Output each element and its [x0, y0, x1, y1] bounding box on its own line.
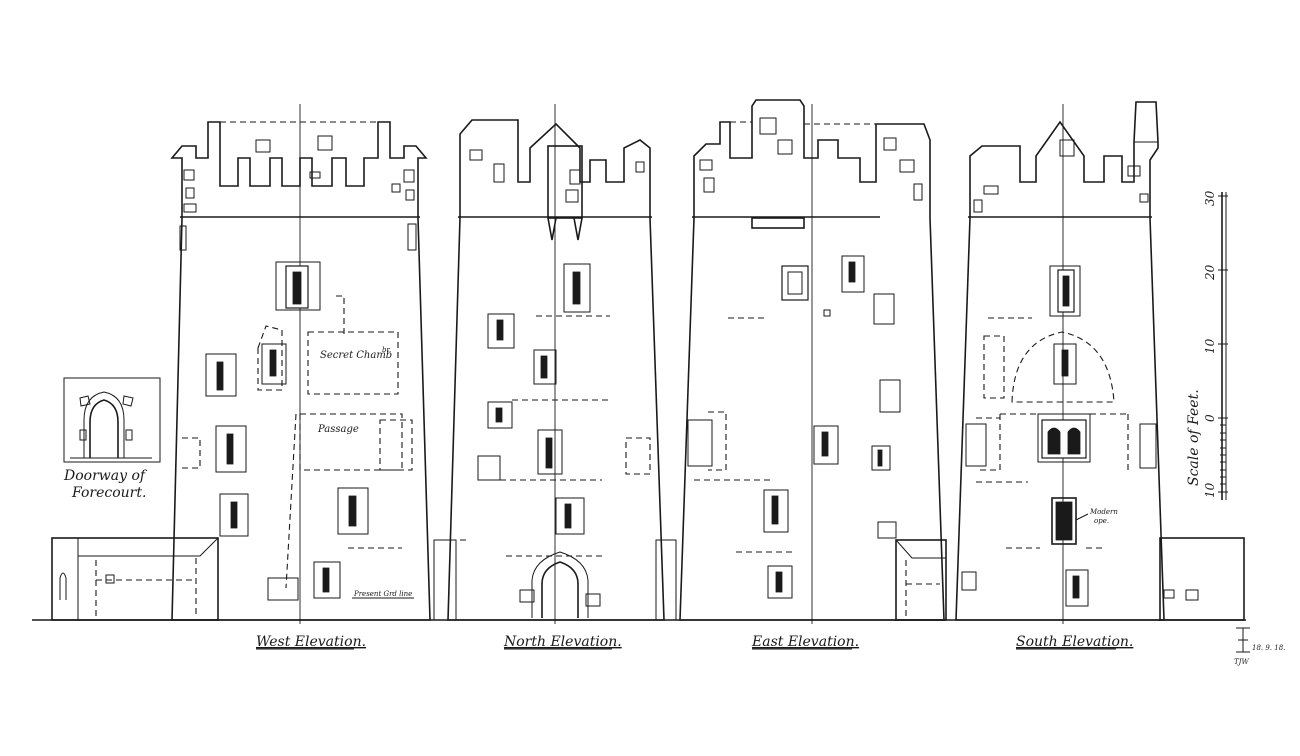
- inset-caption-line1: Doorway of: [63, 468, 148, 484]
- north-window-centre: [537, 429, 563, 475]
- south-window-mid: [1053, 343, 1077, 385]
- monogram-text: TJW: [1234, 658, 1249, 666]
- south-annex: [1159, 537, 1245, 621]
- scale-bar: 30 20 10 0 10 Scale of Feet.: [1186, 190, 1228, 500]
- scale-tick-20: 20: [1203, 264, 1217, 281]
- west-window-left-low: [219, 493, 249, 537]
- west-window-bottom: [313, 561, 341, 599]
- west-elevation-title: West Elevation.: [256, 634, 366, 650]
- west-elevation: Secret Chamb br. Passage Present Grd lin…: [170, 104, 431, 650]
- passage-label: Passage: [317, 424, 359, 435]
- west-window-left: [205, 353, 237, 397]
- modern-opening: [1051, 497, 1089, 545]
- west-window-upper: [275, 261, 321, 311]
- east-annex: [877, 521, 947, 621]
- north-elevation-title: North Elevation.: [503, 634, 622, 650]
- scale-tick-0: 0: [1203, 414, 1217, 422]
- east-window-upper-left: [781, 265, 809, 301]
- east-window-right-3: [871, 445, 891, 471]
- north-window-upper: [563, 263, 591, 313]
- west-window-right-low: [337, 487, 369, 535]
- west-window-left-mid: [215, 425, 247, 473]
- inset-doorway-forecourt: Doorway of Forecourt.: [63, 377, 161, 501]
- modern-ope-label-1: Modern: [1089, 508, 1118, 516]
- south-window-double: [1037, 413, 1091, 463]
- east-window-left-low: [763, 489, 789, 533]
- south-arch-dashed: [1011, 331, 1115, 403]
- east-window-right-2: [879, 379, 901, 413]
- south-elevation: Modern ope. South Elevation.: [955, 101, 1245, 650]
- south-elevation-title: South Elevation.: [1016, 634, 1133, 650]
- north-window-left-2: [487, 401, 513, 429]
- secret-chamber-sup: br.: [382, 346, 391, 354]
- secret-chamber-label: Secret Chamb: [320, 350, 392, 361]
- north-window-left-3: [477, 455, 501, 481]
- scale-major-ticks: [1218, 195, 1228, 493]
- monogram-date: 18. 9. 18.: [1252, 644, 1285, 652]
- scale-tick-30: 30: [1203, 190, 1217, 206]
- east-elevation-title: East Elevation.: [751, 634, 859, 650]
- inset-caption-line2: Forecourt.: [71, 485, 146, 501]
- east-window-bottom: [767, 565, 793, 599]
- east-window-right-1: [873, 293, 895, 325]
- north-window-mid: [533, 349, 557, 385]
- present-ground-line-label: Present Grd line: [353, 590, 412, 598]
- south-window-bottom: [1065, 569, 1089, 607]
- north-window-left-1: [487, 313, 515, 349]
- east-window-upper-right: [841, 255, 865, 293]
- scale-tick-10-top: 10: [1203, 338, 1217, 354]
- monogram: TJW 18. 9. 18.: [1234, 627, 1285, 666]
- scale-tick-10-bottom: 10: [1203, 482, 1217, 498]
- scale-minor-ticks: [1220, 424, 1226, 485]
- east-elevation: East Elevation.: [679, 99, 947, 650]
- passage-outline: [299, 413, 403, 471]
- south-window-upper: [1049, 265, 1081, 317]
- north-elevation: North Elevation.: [433, 104, 677, 650]
- forecourt-wall-west: [51, 537, 219, 621]
- secret-chamber-outline: [307, 331, 399, 395]
- scale-title: Scale of Feet.: [1186, 389, 1202, 486]
- modern-ope-label-2: ope.: [1094, 517, 1109, 525]
- north-window-low: [555, 497, 585, 535]
- west-window-passage-side: [261, 343, 287, 385]
- north-doorway: [519, 551, 601, 618]
- east-window-centre: [813, 425, 839, 465]
